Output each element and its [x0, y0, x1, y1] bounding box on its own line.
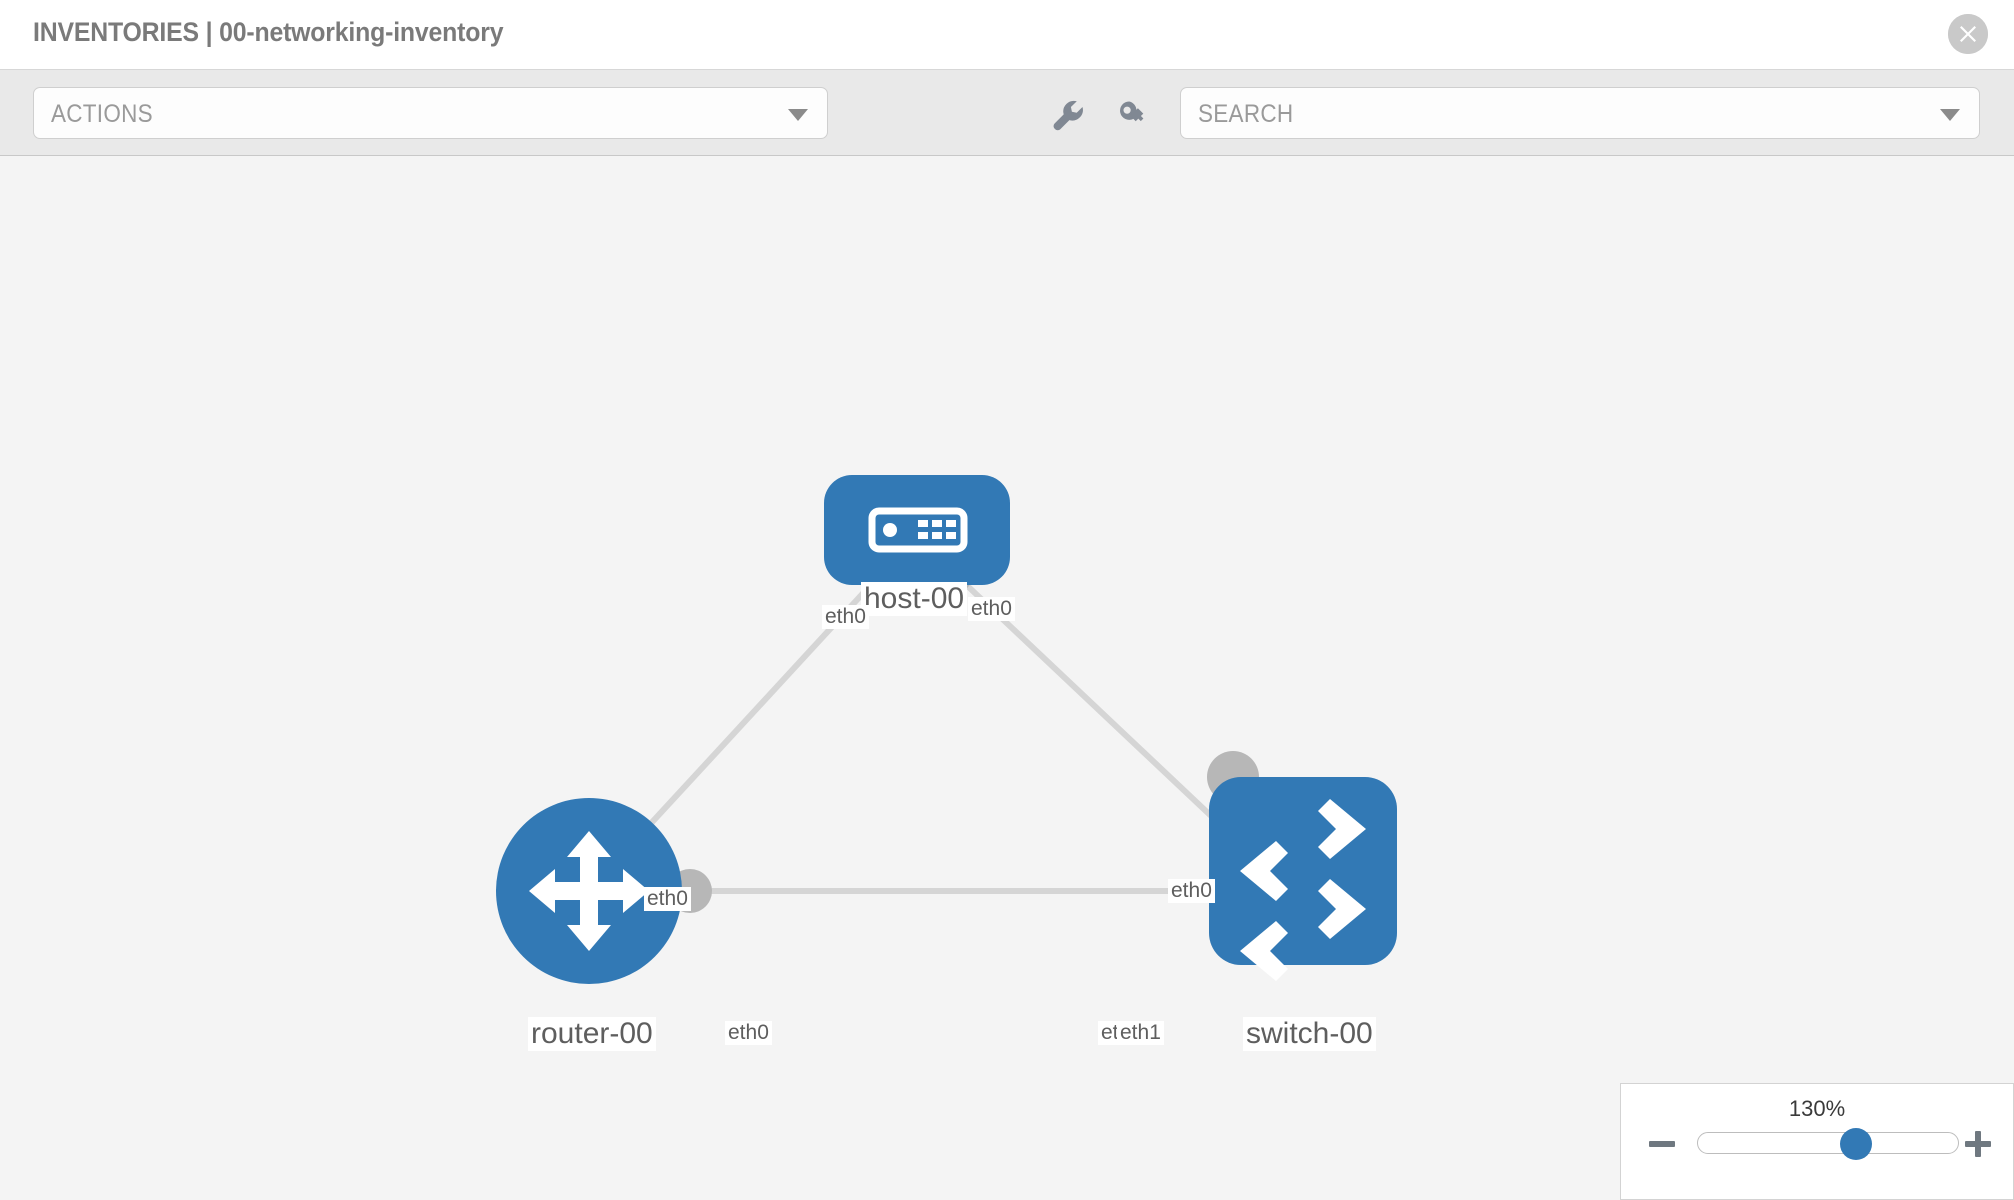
topology-graph	[496, 475, 1397, 984]
chevron-down-icon	[1940, 109, 1960, 121]
chevron-down-icon	[788, 109, 808, 121]
node-label-host-00: host-00	[861, 582, 968, 616]
iface-label-router-uplink: eth0	[644, 887, 691, 912]
router-icon	[529, 831, 649, 951]
zoom-slider-thumb[interactable]	[1839, 1128, 1872, 1160]
search-placeholder: SEARCH	[1198, 100, 1294, 128]
minus-icon	[1649, 1141, 1675, 1147]
link-host-switch[interactable]	[955, 574, 1247, 850]
node-router-00[interactable]	[496, 798, 682, 984]
host-icon	[868, 507, 968, 553]
switch-icon	[1240, 799, 1366, 981]
node-switch-00[interactable]	[1209, 777, 1397, 981]
link-edges	[617, 574, 1247, 894]
close-icon	[1948, 14, 1988, 54]
close-button[interactable]	[1948, 14, 1988, 54]
zoom-control-panel: 130%	[1620, 1083, 2014, 1200]
node-host-00[interactable]	[824, 475, 1010, 585]
zoom-out-button[interactable]	[1647, 1129, 1677, 1159]
key-icon	[1120, 101, 1144, 122]
iface-label-switch-eth1: eth1	[1117, 1021, 1164, 1046]
wrench-icon	[1053, 100, 1083, 131]
wrench-button[interactable]	[1045, 92, 1089, 136]
toolbar: ACTIONS SEARCH	[0, 70, 2014, 156]
zoom-in-button[interactable]	[1963, 1129, 1993, 1159]
search-input[interactable]: SEARCH	[1180, 87, 1980, 139]
page-header: INVENTORIES | 00-networking-inventory	[0, 0, 2014, 70]
key-button[interactable]	[1110, 92, 1154, 136]
zoom-percent-label: 130%	[1788, 1096, 1846, 1121]
actions-dropdown-label: ACTIONS	[51, 100, 153, 128]
iface-label-router-eth0: eth0	[725, 1021, 772, 1046]
plus-icon-v	[1975, 1131, 1981, 1157]
iface-label-host-left: eth0	[822, 605, 869, 630]
iface-label-switch-uplink: eth0	[1168, 879, 1215, 904]
node-label-router-00: router-00	[528, 1017, 656, 1051]
node-label-switch-00: switch-00	[1243, 1017, 1376, 1051]
topology-canvas[interactable]: host-00 router-00 switch-00 eth0 eth0 et…	[0, 157, 2014, 1200]
zoom-slider-track[interactable]	[1697, 1132, 1959, 1154]
page-title: INVENTORIES | 00-networking-inventory	[33, 17, 504, 47]
iface-label-host-right: eth0	[968, 597, 1015, 622]
actions-dropdown[interactable]: ACTIONS	[33, 87, 828, 139]
